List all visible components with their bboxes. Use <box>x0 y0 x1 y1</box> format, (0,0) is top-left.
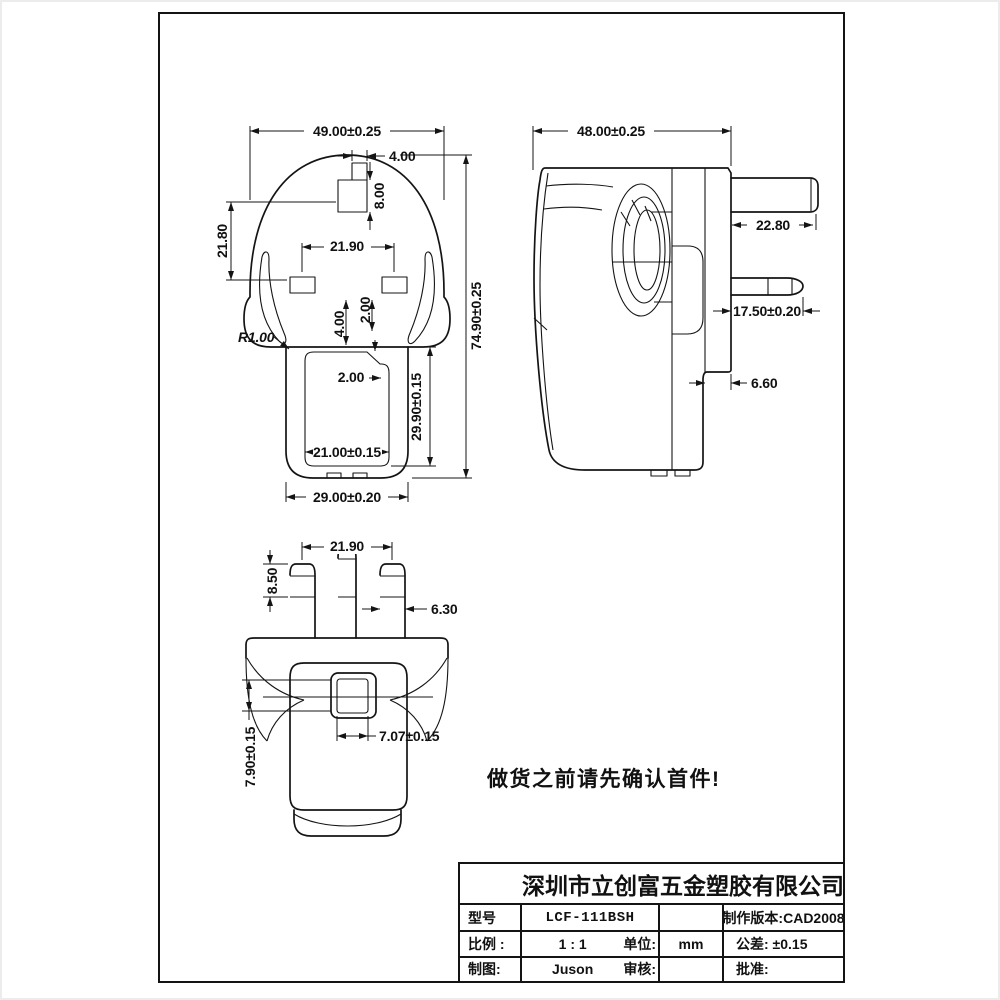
side-top-surface-lines <box>543 183 614 211</box>
model-label: 型号 <box>468 909 496 926</box>
dim-side-power-pin-length: 17.50±0.20 <box>733 303 801 319</box>
drawn-label: 制图: <box>460 955 520 981</box>
dim-front-4: 4.00 <box>331 310 347 337</box>
svg-text:21.00±0.15: 21.00±0.15 <box>313 444 381 460</box>
bottom-right-wing <box>389 657 449 742</box>
dim-bottom-pin-width: 6.30 <box>431 601 458 617</box>
svg-text:8.50: 8.50 <box>264 567 280 594</box>
dim-front-overall-width: 49.00±0.25 <box>304 123 390 139</box>
dim-bottom-pin-tip-length: 8.50 <box>264 567 280 594</box>
dim-bottom-slot-width: 7.07±0.15 <box>379 728 440 744</box>
dim-side-face-depth: 6.60 <box>751 375 778 391</box>
front-body-outline <box>285 346 409 479</box>
checked-label: 审核: <box>623 961 656 978</box>
svg-text:48.00±0.25: 48.00±0.25 <box>577 123 645 139</box>
side-body-outline <box>533 167 732 471</box>
svg-text:4.00: 4.00 <box>331 310 347 337</box>
bottom-flange <box>245 637 449 659</box>
bottom-right-pin <box>379 563 406 639</box>
empty-cell-1 <box>658 905 722 931</box>
side-view: 48.00±0.25 22.80 17.50±0.20 6.60 <box>532 123 820 477</box>
side-grip-hatch <box>612 199 672 303</box>
model-value: LCF-111BSH <box>545 909 635 926</box>
svg-text:7.90±0.15: 7.90±0.15 <box>242 726 258 787</box>
dim-front-inner-width: 21.00±0.15 <box>313 444 382 460</box>
svg-text:2.00: 2.00 <box>357 296 373 323</box>
unit-label: 单位: <box>623 935 656 952</box>
svg-text:8.00: 8.00 <box>371 182 387 209</box>
title-block: 深圳市立创富五金塑胶有限公司 型号 LCF-111BSH 制作版本:CAD200… <box>458 862 845 983</box>
dim-side-width: 48.00±0.25 <box>568 123 654 139</box>
dim-side-earth-pin-length: 22.80 <box>747 217 799 233</box>
bottom-port-outer <box>330 672 377 719</box>
side-grip-contour-outer <box>611 183 671 317</box>
svg-text:22.80: 22.80 <box>756 217 790 233</box>
svg-text:74.90±0.25: 74.90±0.25 <box>468 282 484 350</box>
svg-text:21.80: 21.80 <box>214 224 230 258</box>
side-grip-contour-inner <box>633 209 661 291</box>
bottom-body-outline <box>289 662 408 811</box>
svg-text:29.90±0.15: 29.90±0.15 <box>408 373 424 441</box>
scale-label: 比例 : <box>460 930 520 955</box>
approved-label: 批准: <box>722 955 843 981</box>
front-left-ear-detail <box>259 251 287 345</box>
dim-front-inner-height: 29.90±0.15 <box>408 365 424 449</box>
front-right-slot <box>381 276 408 294</box>
svg-text:49.00±0.25: 49.00±0.25 <box>313 123 381 139</box>
checked-value-empty <box>658 955 722 981</box>
svg-text:21.90: 21.90 <box>330 538 364 554</box>
dim-bottom-slot-height: 7.90±0.15 <box>242 726 258 787</box>
side-power-pin <box>730 277 804 296</box>
svg-text:29.00±0.20: 29.00±0.20 <box>313 489 381 505</box>
first-article-note: 做货之前请先确认首件! <box>487 768 721 791</box>
front-view: 49.00±0.25 4.00 8.00 21.80 <box>214 123 484 505</box>
front-earth-slot-top <box>351 162 368 181</box>
side-earth-pin <box>730 177 819 213</box>
front-left-slot <box>289 276 316 294</box>
dim-front-corner-radius: R1.00 <box>238 329 275 345</box>
bottom-left-pin <box>289 563 316 639</box>
company-name: 深圳市立创富五金塑胶有限公司 <box>460 864 843 905</box>
bottom-port-inner <box>336 678 369 714</box>
dim-front-2a: 2.00 <box>357 296 373 323</box>
bottom-cap <box>293 809 402 837</box>
svg-text:2.00: 2.00 <box>338 369 365 385</box>
scale-value: 1 : 1 <box>558 935 587 952</box>
drawn-value: Juson <box>552 961 594 978</box>
dim-front-2b: 2.00 <box>334 369 369 385</box>
dim-bottom-pin-spacing: 21.90 <box>324 538 371 554</box>
dim-front-earth-pin-width: 4.00 <box>389 148 416 164</box>
tolerance: 公差: ±0.15 <box>722 930 843 956</box>
dim-front-total-height: 74.90±0.25 <box>468 282 484 350</box>
side-face-bulge <box>672 245 704 335</box>
unit-value: mm <box>658 930 722 956</box>
front-body-inner <box>304 351 390 467</box>
side-inner-wall <box>533 172 554 451</box>
front-right-ear-detail <box>407 251 435 345</box>
dim-front-base-width: 29.00±0.20 <box>306 489 388 505</box>
side-grip-contour-mid <box>622 196 666 304</box>
front-body-feet <box>326 472 368 478</box>
dim-front-earth-pin-height: 8.00 <box>371 182 387 209</box>
dim-front-pin-spacing: 21.90 <box>324 238 371 254</box>
dim-front-side-slot-height: 21.80 <box>214 224 230 258</box>
bottom-view: 21.90 8.50 6.30 7.07±0.15 <box>242 538 458 837</box>
front-head-outline <box>243 154 451 348</box>
side-feet <box>650 470 691 477</box>
title-block-table: 型号 LCF-111BSH 制作版本:CAD2008 比例 : 1 : 1 单位… <box>460 905 843 981</box>
svg-text:21.90: 21.90 <box>330 238 364 254</box>
version: 制作版本:CAD2008 <box>722 905 843 931</box>
front-earth-slot <box>337 179 368 213</box>
bottom-center-pin <box>337 547 357 639</box>
